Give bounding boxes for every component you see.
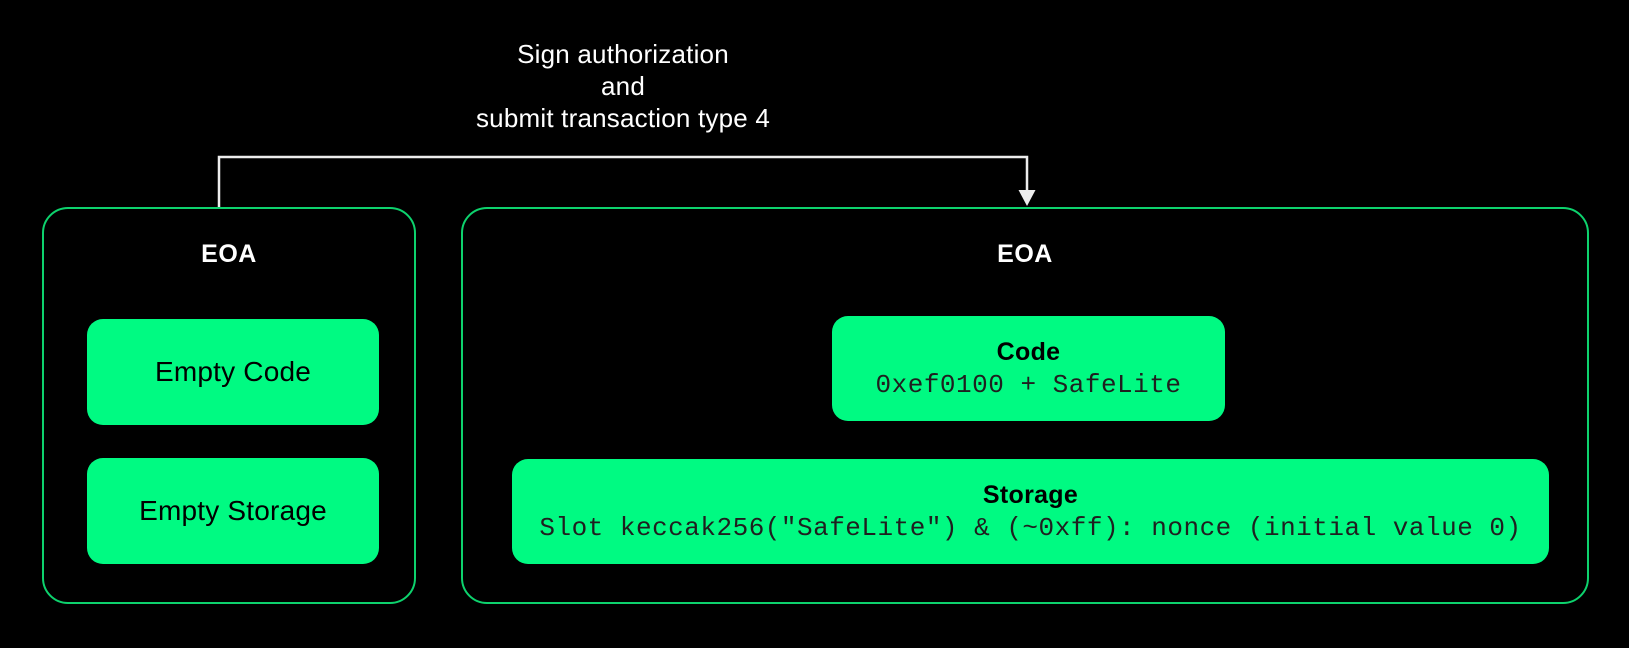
code-box-value: 0xef0100 + SafeLite [875, 369, 1182, 400]
empty-code-label: Empty Code [154, 356, 312, 387]
storage-box-title: Storage [982, 480, 1079, 509]
storage-box-value: Slot keccak256("SafeLite") & (~0xff): no… [539, 512, 1522, 543]
flow-arrow-head [1018, 190, 1036, 206]
empty-storage-box: Empty Storage [87, 458, 379, 564]
code-box: Code 0xef0100 + SafeLite [832, 316, 1225, 421]
annotation-line-1: Sign authorization [517, 39, 729, 69]
eoa-before-panel: EOA Empty Code Empty Storage [42, 207, 416, 604]
eoa-after-panel: EOA Code 0xef0100 + SafeLite Storage Slo… [461, 207, 1589, 604]
empty-code-box: Empty Code [87, 319, 379, 425]
annotation-line-3: submit transaction type 4 [475, 103, 771, 133]
eoa-after-title: EOA [997, 240, 1053, 268]
flow-arrow-line [217, 155, 1029, 207]
code-box-title: Code [996, 337, 1061, 366]
annotation-line-2: and [601, 71, 645, 101]
arrow-annotation: Sign authorization and submit transactio… [393, 38, 853, 134]
storage-box: Storage Slot keccak256("SafeLite") & (~0… [512, 459, 1549, 564]
empty-storage-label: Empty Storage [139, 495, 327, 526]
eoa-before-title: EOA [201, 240, 257, 268]
